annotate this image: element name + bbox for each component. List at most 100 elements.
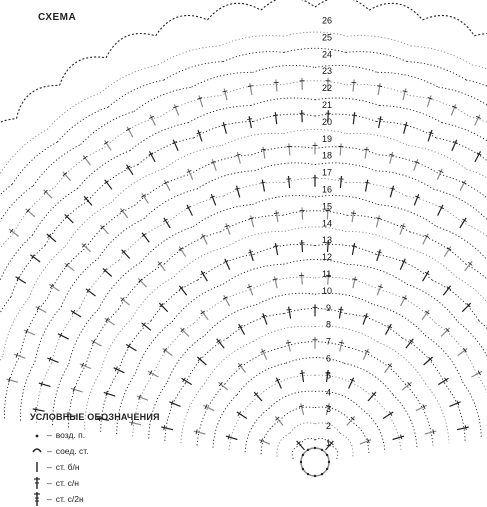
stitch-bar xyxy=(260,182,265,183)
stitch-post xyxy=(24,330,35,335)
chain-arch xyxy=(283,81,347,85)
stitch-post xyxy=(6,379,18,382)
stitch-post xyxy=(218,382,227,390)
chain-arch xyxy=(224,182,284,196)
stitch-post xyxy=(437,169,442,180)
center-ring xyxy=(300,447,330,477)
chain-arch xyxy=(346,133,408,145)
row-number: 20 xyxy=(322,117,332,127)
stitch-post xyxy=(414,194,418,205)
chain-arch xyxy=(408,146,466,169)
legend-label: ст. б/н xyxy=(56,462,80,472)
chain-arch xyxy=(344,363,393,395)
stitch-bar xyxy=(433,429,434,434)
stitch-post xyxy=(224,89,227,101)
chain-arch xyxy=(100,65,158,93)
stitch-bar xyxy=(299,406,304,407)
chain-arch xyxy=(432,280,479,321)
chain-arch xyxy=(151,280,198,321)
chain-arch xyxy=(134,87,192,111)
chain-arch xyxy=(197,171,255,189)
row-number: 4 xyxy=(326,387,331,397)
stitch-bar xyxy=(273,115,278,116)
row-number: 6 xyxy=(326,354,331,364)
chain-arch xyxy=(346,314,403,338)
legend-item-chain: –возд. п. xyxy=(30,427,180,443)
stitch-symbols xyxy=(6,78,482,450)
stitch-post xyxy=(301,403,304,415)
stitch-post xyxy=(276,210,278,222)
stitch-bar xyxy=(378,119,383,120)
chain-arch xyxy=(470,117,487,148)
stitch-post xyxy=(414,159,418,170)
stitch-post xyxy=(173,140,178,151)
stitch-bar xyxy=(287,309,292,310)
stitch-post xyxy=(275,243,277,255)
stitch-post xyxy=(276,80,277,92)
chain-arch xyxy=(440,174,487,205)
chain-arch xyxy=(98,219,144,259)
chain-arch xyxy=(346,52,407,62)
stitch-bar xyxy=(247,119,252,120)
chain-arch xyxy=(219,36,283,46)
scallop xyxy=(261,0,315,10)
chain-arch xyxy=(144,189,197,219)
row-number: 26 xyxy=(322,16,332,26)
stitch-post xyxy=(363,313,367,324)
stitch-bar xyxy=(390,154,395,155)
stitch-post xyxy=(137,396,148,400)
stitch-post xyxy=(251,216,254,228)
stitch-bar xyxy=(222,124,227,125)
chain-dot xyxy=(314,447,316,449)
row-number: 18 xyxy=(322,151,332,161)
legend-item-slip-stitch: –соед. ст. xyxy=(30,443,180,459)
chain-arch xyxy=(0,129,47,173)
stitch-post xyxy=(378,83,380,95)
chain-arch xyxy=(223,264,283,284)
stitch-post xyxy=(33,409,45,411)
chain-arch xyxy=(0,355,3,416)
stitch-post xyxy=(352,210,354,222)
chain-arch xyxy=(253,65,316,72)
legend-label: соед. ст. xyxy=(56,446,89,456)
chain-arch xyxy=(284,48,346,52)
stitch-bar xyxy=(274,213,279,214)
scallop xyxy=(60,57,107,86)
stitch-bar xyxy=(300,373,305,374)
stitch-bar xyxy=(223,91,228,92)
chain-arch xyxy=(286,358,344,364)
chain-arch xyxy=(229,397,258,450)
stitch-post xyxy=(142,323,151,331)
stitch-post xyxy=(457,427,469,430)
chain-arch xyxy=(347,36,411,46)
stitch-post xyxy=(340,176,341,188)
chain-arch xyxy=(269,391,315,409)
legend-item-single-crochet: –ст. б/н xyxy=(30,459,180,475)
row-number: 16 xyxy=(322,185,332,195)
stitch-post xyxy=(302,110,303,122)
row-number: 2 xyxy=(326,421,331,431)
stitch-post xyxy=(302,370,304,382)
row-number: 3 xyxy=(326,404,331,414)
chain-arch xyxy=(253,326,315,342)
chain-arch xyxy=(458,322,487,374)
stitch-post xyxy=(347,416,355,425)
row-number: 5 xyxy=(326,370,331,380)
chain-arch xyxy=(35,307,61,362)
slip-stitch-icon xyxy=(30,444,44,458)
chain-arch xyxy=(205,305,256,336)
chain-dot-icon xyxy=(30,428,44,442)
chain-arch xyxy=(254,244,315,254)
chain-arch xyxy=(346,182,406,196)
chain-arch xyxy=(0,235,13,289)
chain-arch xyxy=(135,174,191,205)
chain-arch xyxy=(101,319,132,371)
chain-arch xyxy=(135,322,172,374)
stitch-post xyxy=(263,313,267,324)
stitch-post xyxy=(122,250,130,259)
stitch-post xyxy=(452,140,457,151)
chain-arch xyxy=(65,203,110,246)
chain-arch xyxy=(436,138,487,165)
chain-arch xyxy=(479,321,487,373)
stitch-post xyxy=(159,303,167,312)
